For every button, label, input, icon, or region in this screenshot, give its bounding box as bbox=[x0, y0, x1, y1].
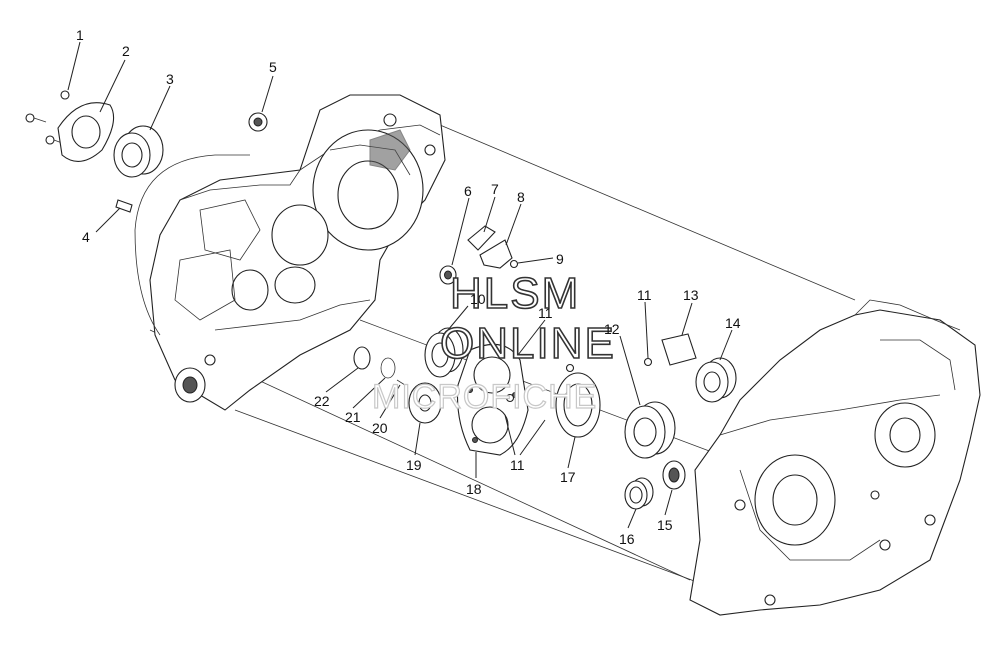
callout-numbers: 1 2 3 4 5 6 7 8 9 10 11 11 11 12 13 14 1… bbox=[76, 27, 741, 547]
callout-15: 15 bbox=[657, 517, 673, 533]
part-19-washer bbox=[408, 382, 442, 424]
callout-8: 8 bbox=[517, 189, 525, 205]
part-13-label bbox=[661, 333, 697, 366]
watermark: MICROFICHE HLSM ONLINE bbox=[371, 268, 616, 416]
part-7-cable-guide bbox=[467, 225, 496, 251]
watermark-line-online: ONLINE bbox=[440, 319, 616, 368]
callout-22: 22 bbox=[314, 393, 330, 409]
part-5-seal bbox=[248, 112, 268, 132]
part-14-bearing bbox=[695, 357, 737, 403]
part-2-cover-plate bbox=[57, 102, 115, 162]
leader-lines bbox=[67, 41, 733, 529]
part-1-screws bbox=[25, 90, 70, 145]
part-8-bracket bbox=[479, 239, 513, 269]
callout-20: 20 bbox=[372, 420, 388, 436]
part-21-ring bbox=[380, 357, 396, 379]
left-crankcase-half bbox=[134, 94, 446, 411]
part-16-needle-bearing bbox=[624, 477, 654, 510]
callout-11-lower: 11 bbox=[510, 457, 525, 473]
part-15-seal bbox=[662, 460, 686, 490]
part-12-bearing bbox=[624, 401, 676, 459]
right-crankcase-half bbox=[689, 299, 981, 616]
callout-19: 19 bbox=[406, 457, 422, 473]
part-6-seal bbox=[439, 265, 457, 285]
callout-2: 2 bbox=[122, 43, 130, 59]
callout-21: 21 bbox=[345, 409, 361, 425]
callout-4: 4 bbox=[82, 229, 90, 245]
watermark-line-microfiche: MICROFICHE bbox=[372, 378, 597, 416]
callout-14: 14 bbox=[725, 315, 741, 331]
callout-6: 6 bbox=[464, 183, 472, 199]
callout-9: 9 bbox=[556, 251, 564, 267]
callout-1: 1 bbox=[76, 27, 84, 43]
callout-13: 13 bbox=[683, 287, 699, 303]
callout-11-right: 11 bbox=[637, 287, 652, 303]
part-20-pin bbox=[396, 379, 406, 386]
part-10-bearing bbox=[424, 327, 464, 378]
callout-3: 3 bbox=[166, 71, 174, 87]
part-18-gasket bbox=[457, 343, 529, 456]
part-17-gasket-ring bbox=[555, 372, 601, 438]
callout-5: 5 bbox=[269, 59, 277, 75]
callout-18: 18 bbox=[466, 481, 482, 497]
part-9-screw bbox=[509, 259, 519, 269]
callout-11-upper: 11 bbox=[538, 305, 553, 321]
callout-7: 7 bbox=[491, 181, 499, 197]
callout-16: 16 bbox=[619, 531, 635, 547]
callout-17: 17 bbox=[560, 469, 576, 485]
watermark-line-hlsm: HLSM bbox=[450, 269, 580, 318]
part-11-bolts bbox=[505, 357, 653, 403]
callout-10: 10 bbox=[470, 291, 486, 307]
part-3-bearing bbox=[113, 125, 164, 178]
callout-12: 12 bbox=[604, 321, 620, 337]
part-22-circlip bbox=[353, 346, 371, 370]
part-4-dowel-pin bbox=[115, 199, 133, 213]
